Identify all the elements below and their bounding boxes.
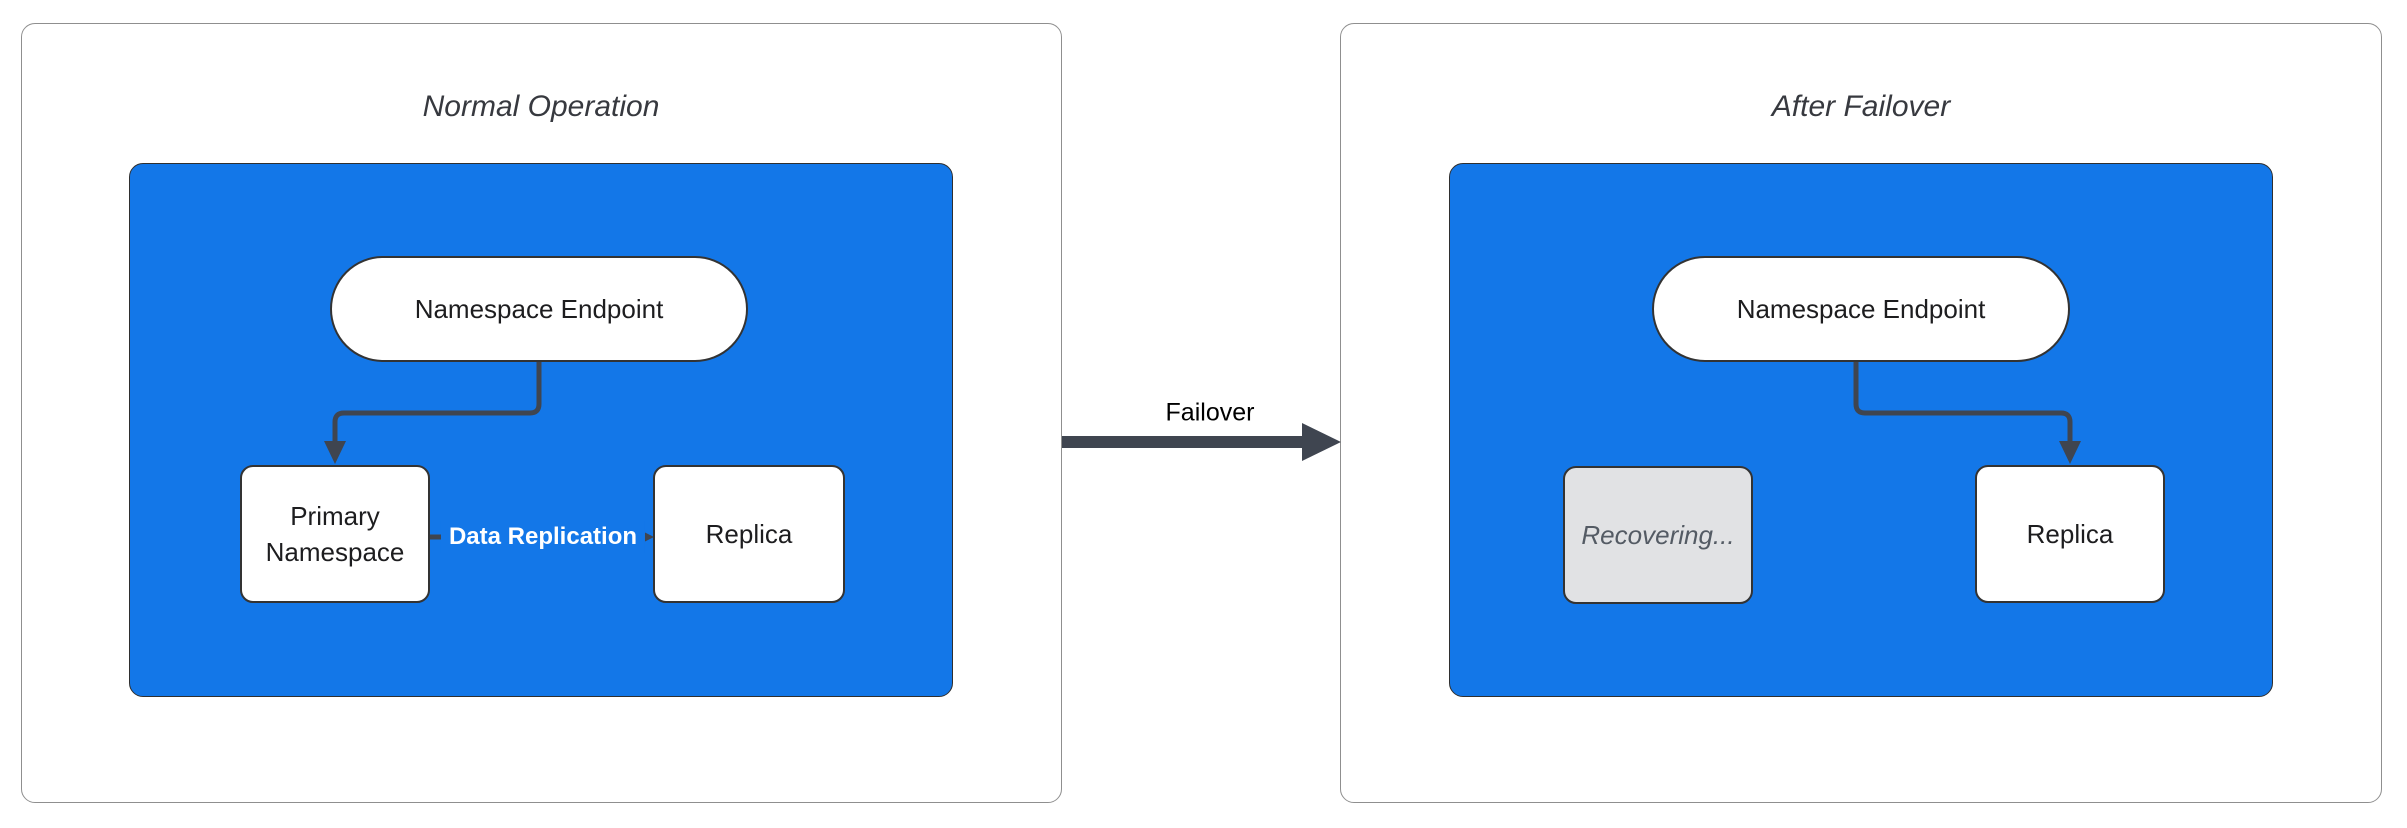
- failover-arrow-label: Failover: [1165, 398, 1255, 427]
- after-failover-cluster: [1449, 163, 2273, 697]
- normal-operation-title: Normal Operation: [422, 90, 660, 123]
- replica-label-right: Replica: [2026, 519, 2114, 549]
- namespace-endpoint-label-right: Namespace Endpoint: [1736, 294, 1986, 324]
- primary-namespace-label: Primary Namespace: [265, 501, 405, 567]
- namespace-endpoint-node-right: Namespace Endpoint: [1652, 256, 2070, 362]
- after-failover-title: After Failover: [1771, 90, 1951, 123]
- recovering-label: Recovering...: [1581, 520, 1735, 550]
- data-replication-edge-label: Data Replication: [440, 521, 646, 553]
- namespace-endpoint-label-left: Namespace Endpoint: [414, 294, 664, 324]
- namespace-endpoint-node-left: Namespace Endpoint: [330, 256, 748, 362]
- replica-label-left: Replica: [705, 519, 793, 549]
- replica-node-right: Replica: [1975, 465, 2165, 603]
- arrow-right-icon-failover: [1302, 423, 1341, 461]
- normal-operation-cluster: [129, 163, 953, 697]
- replica-node-left: Replica: [653, 465, 845, 603]
- primary-namespace-node: Primary Namespace: [240, 465, 430, 603]
- recovering-node: Recovering...: [1563, 466, 1753, 604]
